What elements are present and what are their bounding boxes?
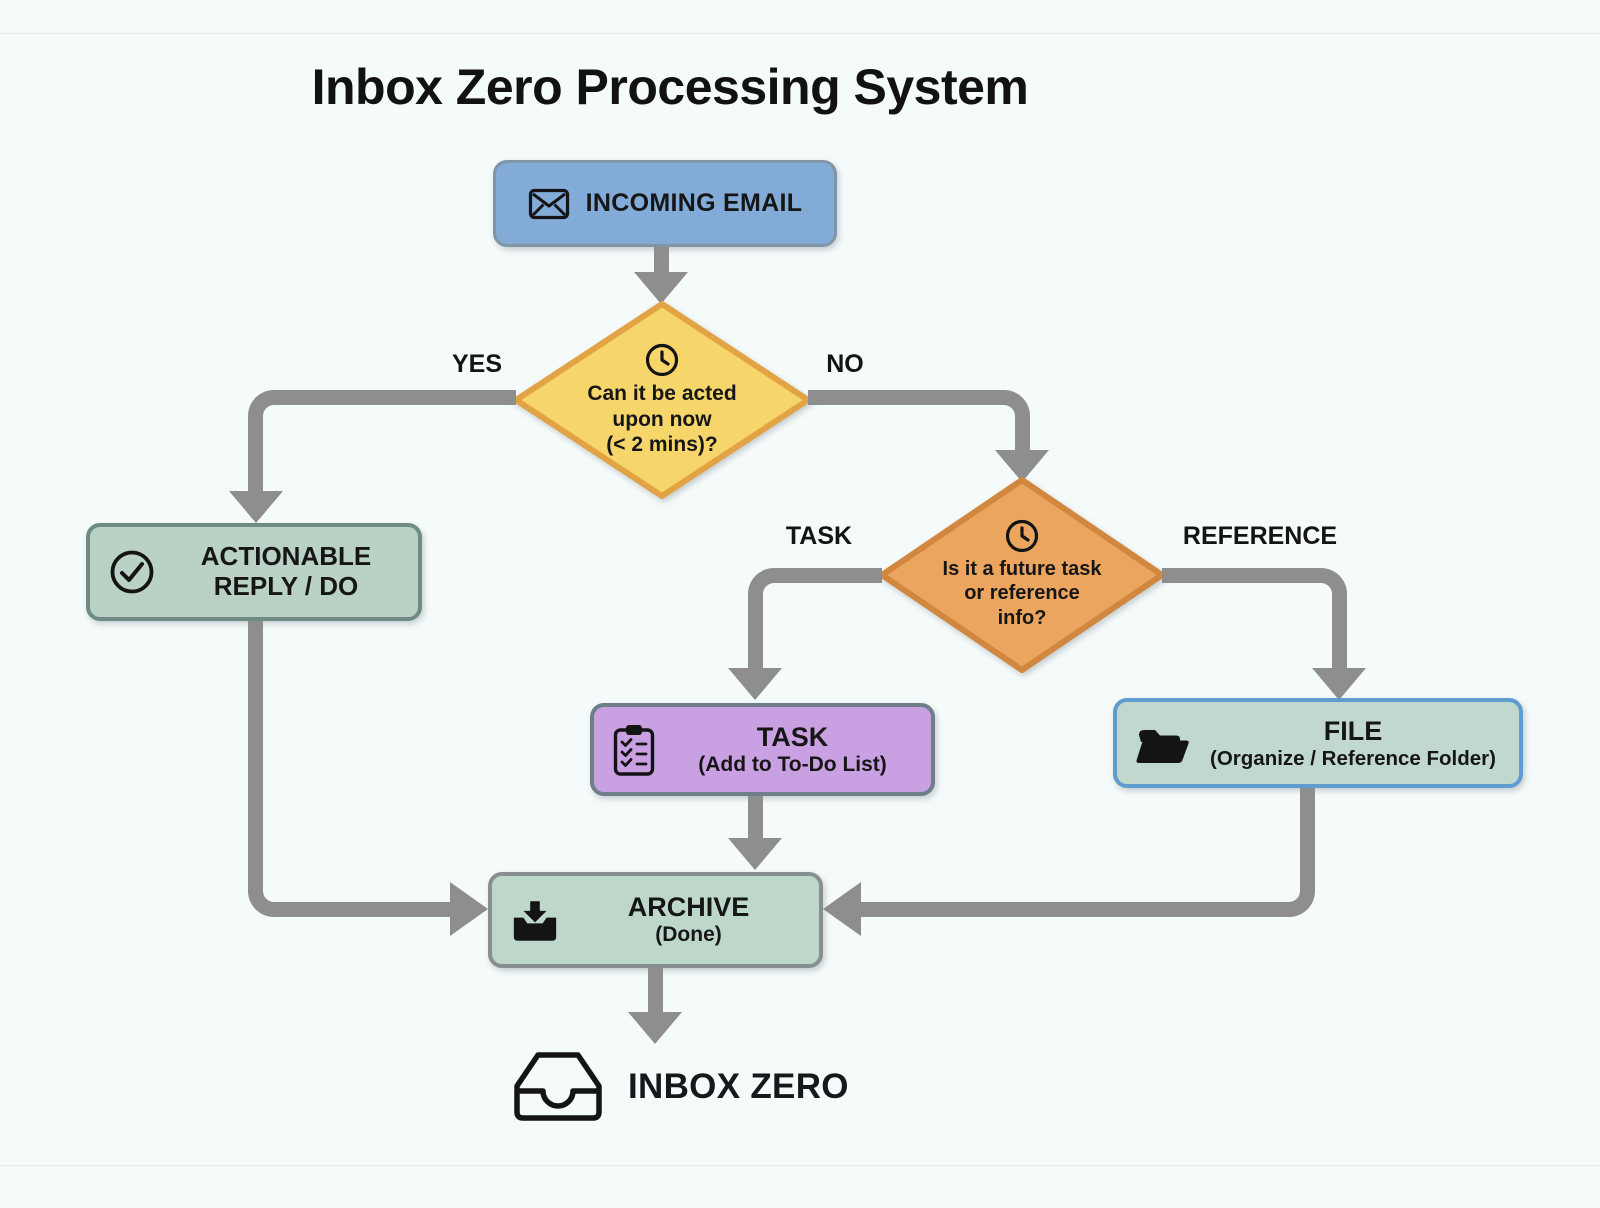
- clock-icon: [1005, 519, 1039, 553]
- node-incoming-email: INCOMING EMAIL: [493, 160, 837, 247]
- edge-label-task: TASK: [785, 522, 853, 550]
- edge-task-elbow: [748, 568, 882, 668]
- decision-task-or-reference-content: Is it a future task or reference info?: [902, 494, 1142, 654]
- bottom-divider: [0, 1165, 1600, 1166]
- node-task: TASK (Add to To-Do List): [590, 703, 935, 796]
- edge-reference-elbow: [1162, 568, 1347, 668]
- edge-no-elbow: [808, 390, 1030, 450]
- decision-task-or-reference-line3: info?: [997, 606, 1047, 629]
- node-actionable-reply-do: ACTIONABLE REPLY / DO: [86, 523, 422, 621]
- edge-reference-arrowhead: [1312, 668, 1366, 700]
- inbox-tray-icon: [514, 1052, 602, 1121]
- terminal-inbox-zero: INBOX ZERO: [512, 1050, 849, 1124]
- edge-label-yes: YES: [451, 350, 503, 378]
- edge-file-to-archive-elbow: [861, 788, 1315, 917]
- diagram-title: Inbox Zero Processing System: [311, 59, 1029, 115]
- edge-actionable-to-archive-elbow: [248, 621, 452, 917]
- clock-icon: [645, 343, 679, 377]
- incoming-email-label: INCOMING EMAIL: [585, 189, 803, 218]
- edge-label-no: NO: [826, 350, 864, 378]
- edge-archive-to-inboxzero-arrowhead: [628, 1012, 682, 1044]
- edge-yes-elbow: [248, 390, 516, 491]
- file-subtitle: (Organize / Reference Folder): [1210, 746, 1496, 770]
- edge-no-arrowhead: [995, 450, 1049, 482]
- edge-incoming-to-decision1-arrowhead: [634, 272, 688, 304]
- archive-title: ARCHIVE: [627, 892, 750, 923]
- decision-act-now-line2: upon now: [612, 407, 712, 431]
- decision-act-now-line1: Can it be acted: [587, 382, 737, 406]
- clipboard-checklist-icon: [613, 724, 655, 776]
- envelope-icon: [528, 188, 569, 219]
- actionable-line1: ACTIONABLE: [200, 541, 372, 572]
- edge-yes-arrowhead: [229, 491, 283, 523]
- decision-act-now-line3: (< 2 mins)?: [606, 433, 718, 457]
- inbox-zero-label: INBOX ZERO: [628, 1067, 849, 1106]
- open-folder-icon: [1136, 730, 1189, 763]
- edge-file-to-archive-arrowhead: [823, 882, 861, 936]
- task-title: TASK: [756, 721, 829, 752]
- node-file: FILE (Organize / Reference Folder): [1113, 698, 1523, 788]
- edge-incoming-to-decision1-line: [654, 247, 669, 274]
- edge-label-reference: REFERENCE: [1182, 522, 1338, 550]
- decision-task-or-reference-line2: or reference: [964, 582, 1080, 605]
- decision-act-now-content: Can it be acted upon now (< 2 mins)?: [534, 318, 790, 482]
- top-divider: [0, 33, 1600, 34]
- edge-archive-to-inboxzero-line: [648, 968, 663, 1014]
- decision-task-or-reference-line1: Is it a future task: [942, 557, 1102, 580]
- check-circle-icon: [110, 550, 154, 594]
- task-subtitle: (Add to To-Do List): [698, 752, 887, 776]
- edge-task-arrowhead: [728, 668, 782, 700]
- edge-task-to-archive-arrowhead: [728, 838, 782, 870]
- archive-tray-icon: [513, 900, 557, 941]
- actionable-line2: REPLY / DO: [213, 571, 359, 601]
- archive-subtitle: (Done): [655, 923, 722, 947]
- node-archive: ARCHIVE (Done): [488, 872, 823, 968]
- edge-task-to-archive-line: [748, 796, 763, 838]
- edge-actionable-to-archive-arrowhead: [450, 882, 488, 936]
- file-title: FILE: [1323, 715, 1383, 746]
